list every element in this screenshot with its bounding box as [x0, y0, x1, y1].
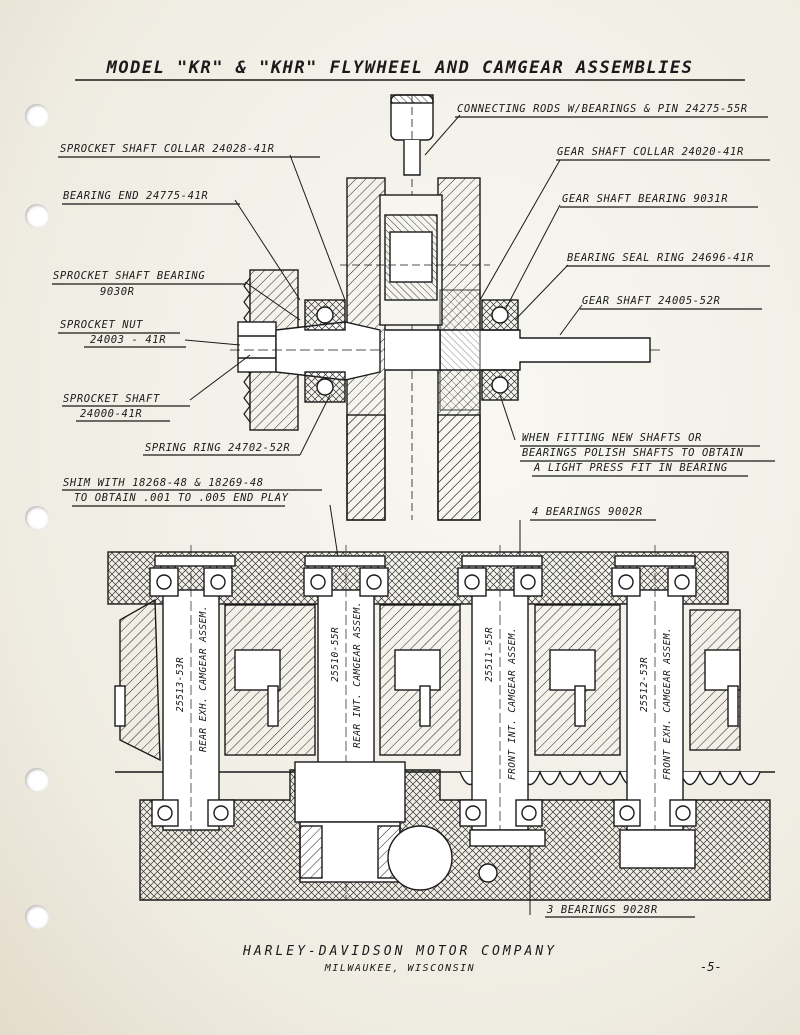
bottom-bearings: [151, 799, 697, 827]
label-bearing-end: BEARING END 24775-41R: [63, 190, 209, 202]
label-gear-shaft: GEAR SHAFT 24005-52R: [582, 295, 721, 307]
label-four-bearings: 4 BEARINGS 9002R: [532, 506, 643, 518]
binder-hole-2: [25, 204, 49, 228]
cam-shaft-4: [626, 589, 684, 831]
page-number: -5-: [700, 960, 722, 974]
page-title: MODEL "KR" & "KHR" FLYWHEEL AND CAMGEAR …: [106, 58, 694, 78]
label-sprocket-shaft-bearing-part: 9030R: [100, 286, 135, 298]
cam-1-part-number: 25513-53R: [175, 656, 186, 712]
label-underlines: [52, 116, 775, 918]
cam-2-part-number: 25510-55R: [330, 626, 341, 682]
company-name: HARLEY-DAVIDSON MOTOR COMPANY: [243, 944, 557, 959]
label-spring-ring: SPRING RING 24702-52R: [145, 442, 291, 454]
cam-4-part-number: 25512-53R: [639, 656, 650, 712]
label-sprocket-nut: SPROCKET NUT: [60, 319, 144, 331]
label-shim: SHIM WITH 18268-48 & 18269-48: [63, 477, 264, 489]
cam-shaft-3: [471, 589, 529, 831]
label-bearing-seal-ring: BEARING SEAL RING 24696-41R: [567, 252, 754, 264]
binder-hole-4: [25, 768, 49, 792]
label-sprocket-shaft: SPROCKET SHAFT: [63, 393, 160, 405]
label-gear-shaft-bearing: GEAR SHAFT BEARING 9031R: [562, 193, 729, 205]
binder-hole-1: [25, 104, 49, 128]
cam-shaft-1: [162, 589, 220, 831]
top-bearings: [149, 567, 697, 597]
label-sprocket-nut-part: 24003 - 41R: [90, 334, 167, 346]
label-sprocket-shaft-part: 24000-41R: [80, 408, 143, 420]
label-shim-endplay: TO OBTAIN .001 TO .005 END PLAY: [74, 492, 289, 504]
flywheel-assembly: [230, 94, 660, 521]
cam-3-name: FRONT INT. CAMGEAR ASSEM.: [507, 627, 518, 780]
label-fitting-note-1: WHEN FITTING NEW SHAFTS OR: [522, 432, 702, 444]
cam-2-name: REAR INT. CAMGEAR ASSEM.: [352, 601, 363, 748]
binder-hole-5: [25, 905, 49, 929]
label-three-bearings: 3 BEARINGS 9028R: [547, 904, 658, 916]
label-sprocket-shaft-collar: SPROCKET SHAFT COLLAR 24028-41R: [60, 143, 275, 155]
sprocket-shaft: [275, 321, 381, 381]
binder-hole-3: [25, 506, 49, 530]
label-fitting-note-3: A LIGHT PRESS FIT IN BEARING: [534, 462, 728, 474]
cam-3-part-number: 25511-55R: [484, 626, 495, 682]
label-fitting-note-2: BEARINGS POLISH SHAFTS TO OBTAIN: [522, 447, 744, 459]
label-gear-shaft-collar: GEAR SHAFT COLLAR 24020-41R: [557, 146, 744, 158]
label-connecting-rods: CONNECTING RODS W/BEARINGS & PIN 24275-5…: [457, 103, 748, 115]
cam-1-name: REAR EXH. CAMGEAR ASSEM.: [198, 605, 209, 752]
camgear-assembly: [107, 545, 775, 901]
label-sprocket-shaft-bearing: SPROCKET SHAFT BEARING: [53, 270, 206, 282]
sprocket-nut: [237, 321, 277, 373]
cam-4-name: FRONT EXH. CAMGEAR ASSEM.: [662, 627, 673, 780]
company-city: MILWAUKEE, WISCONSIN: [324, 963, 476, 974]
